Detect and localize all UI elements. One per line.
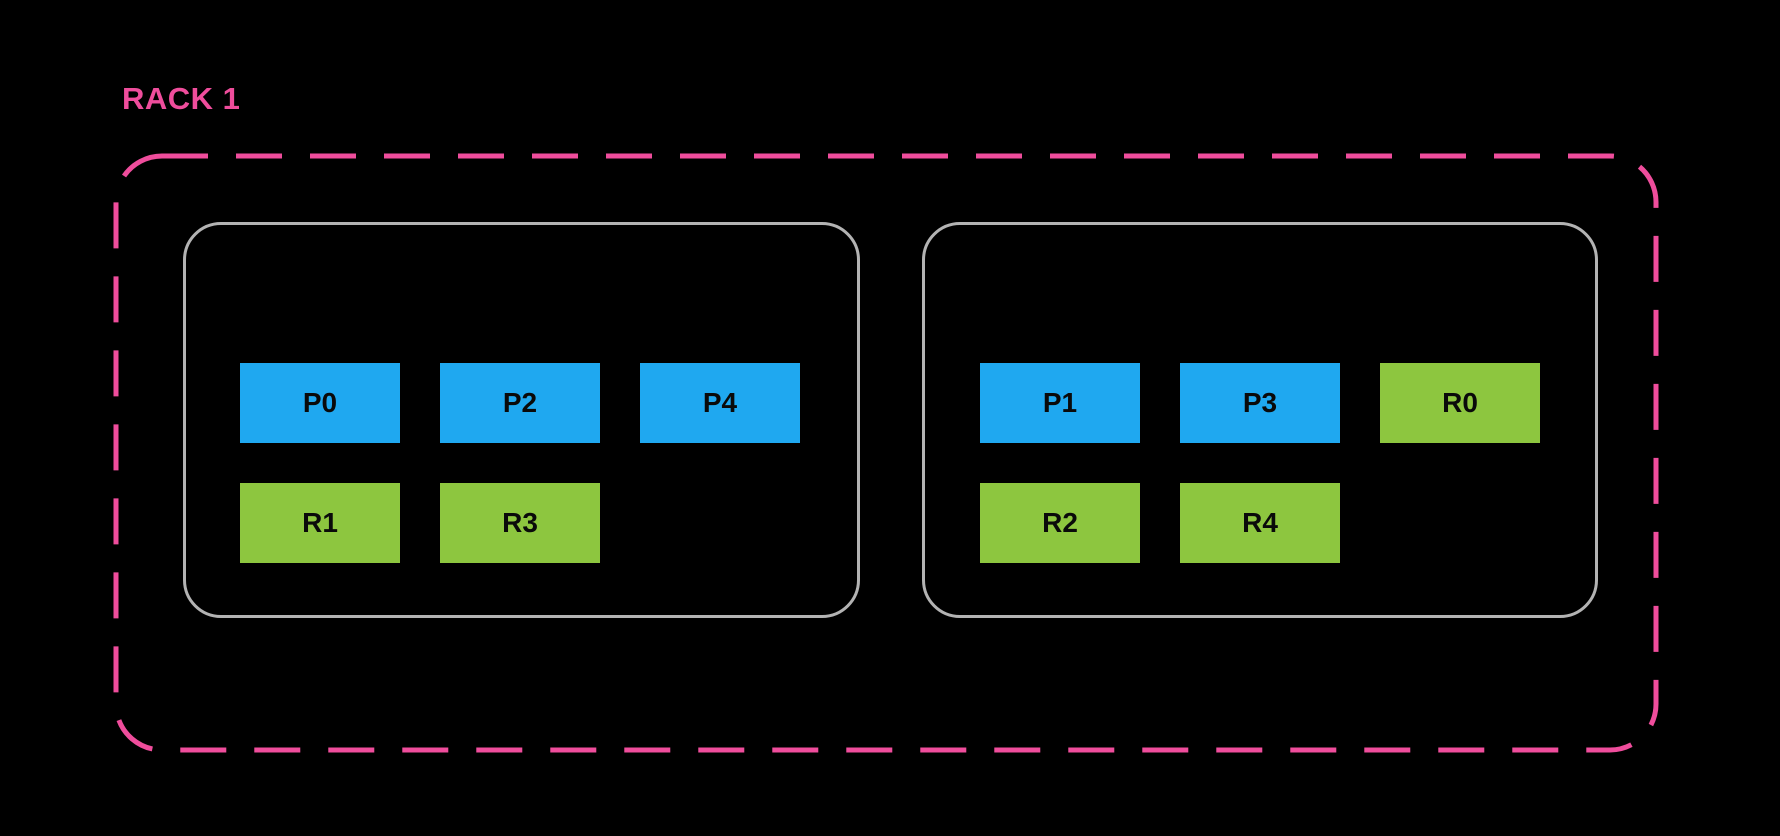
shard-p0: P0 <box>240 363 400 443</box>
host-box-2 <box>922 222 1598 618</box>
shard-p2: P2 <box>440 363 600 443</box>
shard-r0: R0 <box>1380 363 1540 443</box>
shard-p4: P4 <box>640 363 800 443</box>
shard-r2: R2 <box>980 483 1140 563</box>
shard-r3: R3 <box>440 483 600 563</box>
shard-p1: P1 <box>980 363 1140 443</box>
shard-p3: P3 <box>1180 363 1340 443</box>
host-box-1 <box>183 222 860 618</box>
shard-r4: R4 <box>1180 483 1340 563</box>
rack-title: RACK 1 <box>122 81 241 116</box>
shard-r1: R1 <box>240 483 400 563</box>
